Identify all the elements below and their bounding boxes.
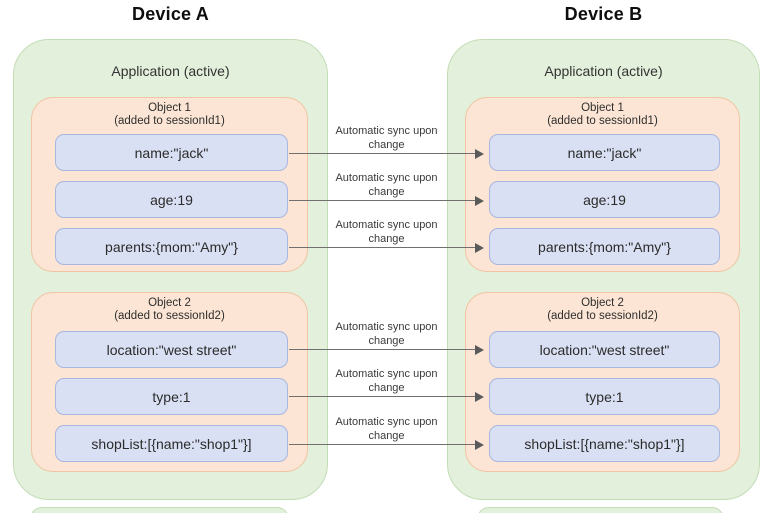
- object-header: Object 1 (added to sessionId1): [466, 102, 739, 128]
- object-box-2: Object 2 (added to sessionId2) location:…: [31, 292, 308, 472]
- application-box: Application (active) Object 1 (added to …: [447, 39, 760, 500]
- arrowhead-icon: [475, 148, 484, 159]
- field-row: name:"jack": [489, 134, 720, 171]
- object-box-1: Object 1 (added to sessionId1) name:"jac…: [31, 97, 308, 272]
- sync-label: Automatic sync upon change: [335, 125, 438, 151]
- field-row: type:1: [55, 378, 288, 415]
- next-box-sliver: [477, 507, 724, 513]
- object-title: Object 2: [148, 297, 191, 309]
- object-header: Object 2 (added to sessionId2): [466, 297, 739, 323]
- sync-arrow-line: [289, 349, 477, 350]
- object-header: Object 1 (added to sessionId1): [32, 102, 307, 128]
- object-title: Object 2: [581, 297, 624, 309]
- arrowhead-icon: [475, 195, 484, 206]
- sync-arrow-line: [289, 153, 477, 154]
- field-row: location:"west street": [489, 331, 720, 368]
- application-label: Application (active): [111, 63, 230, 79]
- sync-label: Automatic sync upon change: [335, 368, 438, 394]
- field-row: shopList:[{name:"shop1"}]: [55, 425, 288, 462]
- object-title: Object 1: [581, 102, 624, 114]
- field-row: name:"jack": [55, 134, 288, 171]
- application-box: Application (active) Object 1 (added to …: [13, 39, 328, 500]
- object-box-2: Object 2 (added to sessionId2) location:…: [465, 292, 740, 472]
- object-header: Object 2 (added to sessionId2): [32, 297, 307, 323]
- field-row: location:"west street": [55, 331, 288, 368]
- object-subtitle: (added to sessionId1): [547, 115, 658, 127]
- field-row: shopList:[{name:"shop1"}]: [489, 425, 720, 462]
- arrowhead-icon: [475, 391, 484, 402]
- field-row: age:19: [489, 181, 720, 218]
- sync-arrow-line: [289, 200, 477, 201]
- application-label: Application (active): [544, 63, 663, 79]
- object-subtitle: (added to sessionId1): [114, 115, 225, 127]
- arrowhead-icon: [475, 344, 484, 355]
- sync-arrow-line: [289, 247, 477, 248]
- sync-label: Automatic sync upon change: [335, 416, 438, 442]
- object-subtitle: (added to sessionId2): [114, 310, 225, 322]
- field-row: type:1: [489, 378, 720, 415]
- object-box-1: Object 1 (added to sessionId1) name:"jac…: [465, 97, 740, 272]
- object-subtitle: (added to sessionId2): [547, 310, 658, 322]
- field-row: parents:{mom:"Amy"}: [55, 228, 288, 265]
- sync-label: Automatic sync upon change: [335, 172, 438, 198]
- arrowhead-icon: [475, 439, 484, 450]
- device-title: Device A: [132, 4, 209, 24]
- arrowhead-icon: [475, 242, 484, 253]
- device-title: Device B: [564, 4, 643, 24]
- next-box-sliver: [30, 507, 289, 513]
- sync-arrow-line: [289, 396, 477, 397]
- sync-arrow-line: [289, 444, 477, 445]
- sync-label: Automatic sync upon change: [335, 219, 438, 245]
- object-title: Object 1: [148, 102, 191, 114]
- field-row: age:19: [55, 181, 288, 218]
- sync-label: Automatic sync upon change: [335, 321, 438, 347]
- field-row: parents:{mom:"Amy"}: [489, 228, 720, 265]
